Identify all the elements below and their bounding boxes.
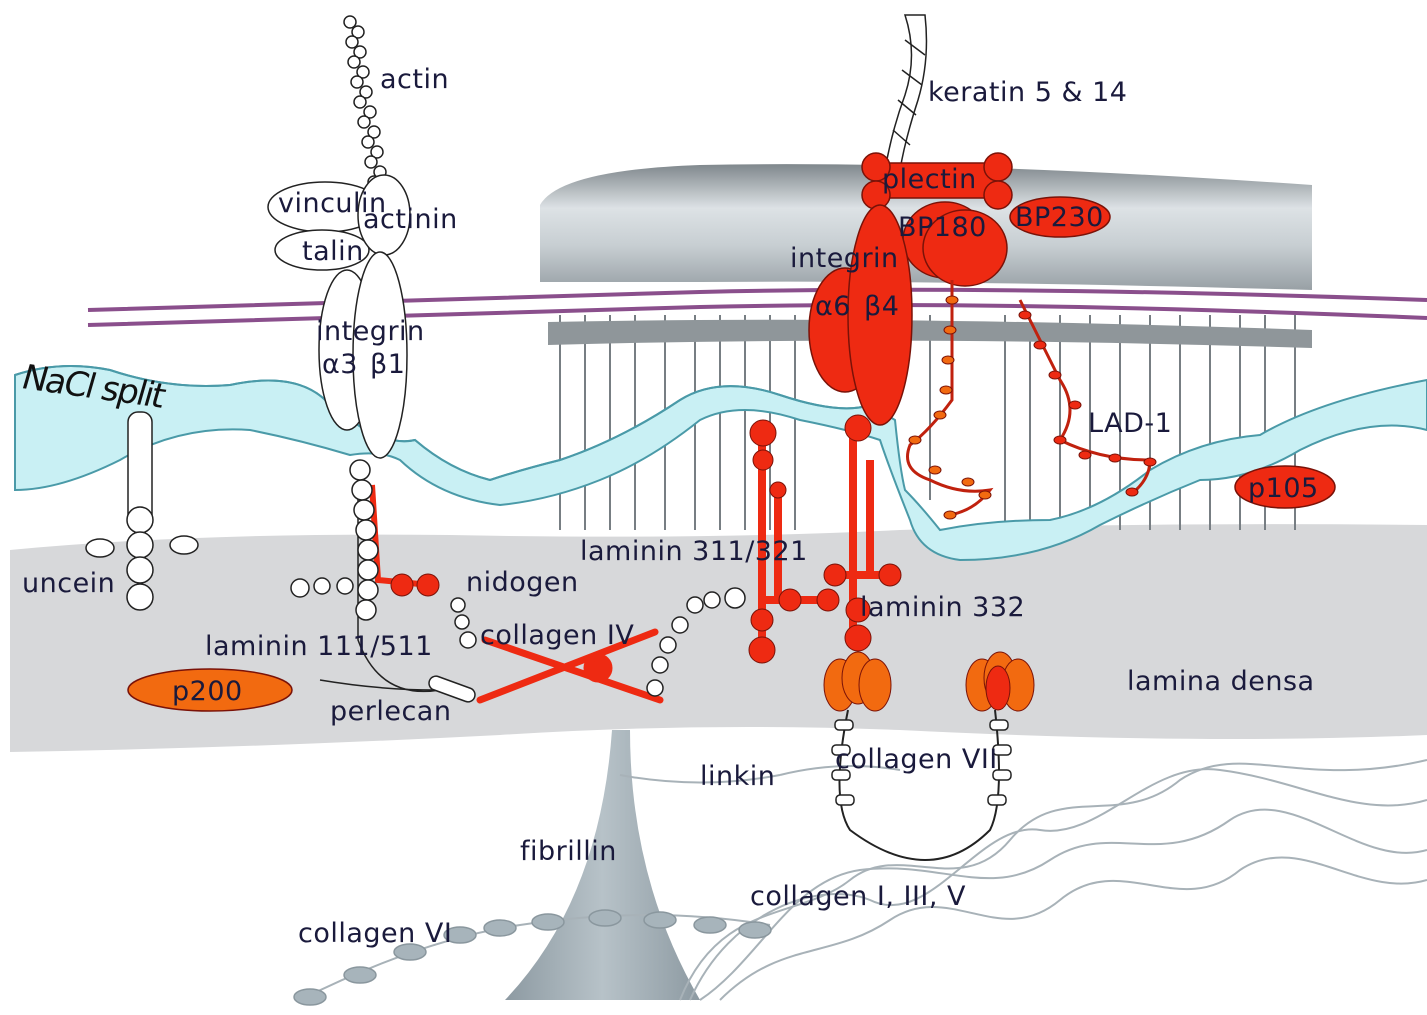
actin-filament xyxy=(344,16,386,188)
label-perlecan: perlecan xyxy=(330,698,451,725)
label-beta4: β4 xyxy=(864,293,899,320)
label-p105: p105 xyxy=(1248,475,1319,502)
collagen-i-iii-v-fibers xyxy=(620,760,1427,1000)
label-collagen-vii: collagen VII xyxy=(835,746,998,773)
label-collagen-i-iii-v: collagen I, III, V xyxy=(750,883,966,910)
label-laminin-111-511: laminin 111/511 xyxy=(205,633,433,660)
label-nidogen: nidogen xyxy=(466,569,579,596)
bp180-tail xyxy=(908,280,991,515)
label-beta1: β1 xyxy=(370,351,405,378)
label-laminin-332: laminin 332 xyxy=(860,594,1025,621)
label-p200: p200 xyxy=(172,678,243,705)
label-collagen-iv: collagen IV xyxy=(480,622,634,649)
label-keratin: keratin 5 & 14 xyxy=(928,79,1127,106)
label-integrin-left: integrin xyxy=(316,318,425,345)
label-uncein: uncein xyxy=(22,570,115,597)
label-actinin: actinin xyxy=(363,206,458,233)
label-bp230: BP230 xyxy=(1015,204,1104,231)
label-alpha6: α6 xyxy=(815,293,851,320)
label-laminin-311-321: laminin 311/321 xyxy=(580,538,808,565)
label-bp180: BP180 xyxy=(898,214,987,241)
label-collagen-vi: collagen VI xyxy=(298,920,452,947)
label-integrin-right: integrin xyxy=(790,245,899,272)
keratin-filament xyxy=(885,15,926,170)
label-lamina-densa: lamina densa xyxy=(1127,668,1315,695)
label-alpha3: α3 xyxy=(322,351,358,378)
label-actin: actin xyxy=(380,66,449,93)
label-lad1: LAD-1 xyxy=(1088,410,1172,437)
label-fibrillin: fibrillin xyxy=(520,838,617,865)
label-talin: talin xyxy=(302,238,364,265)
label-linkin: linkin xyxy=(700,763,775,790)
plasma-membrane xyxy=(88,290,1427,325)
label-plectin: plectin xyxy=(882,166,977,193)
